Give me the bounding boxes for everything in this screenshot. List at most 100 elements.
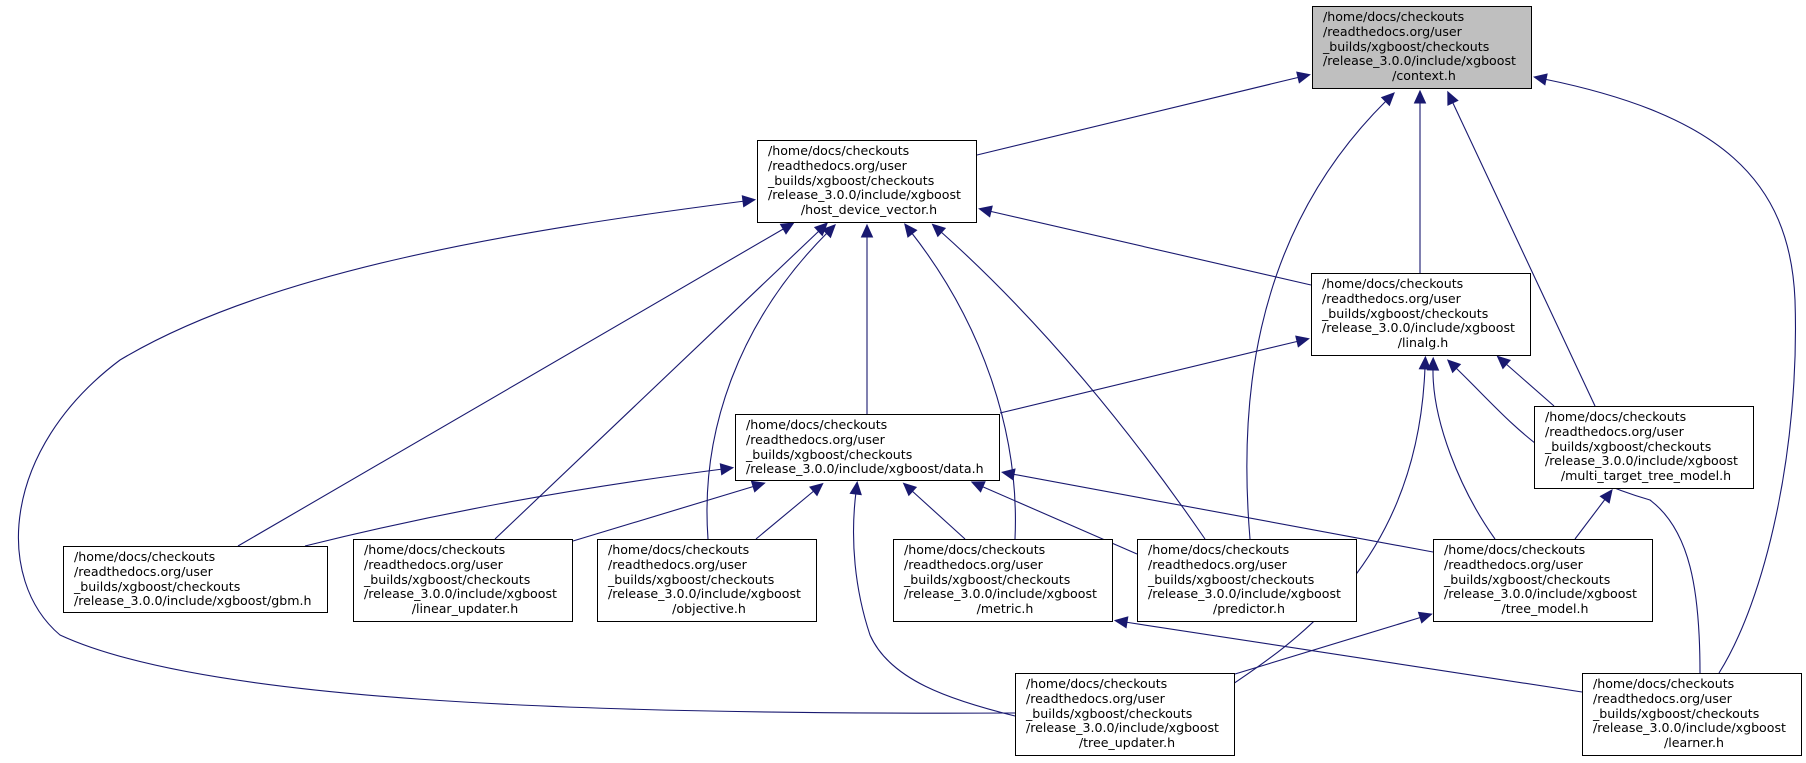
node-host-device-vector-h[interactable]: /home/docs/checkouts /readthedocs.org/us… — [757, 140, 977, 223]
node-line: /home/docs/checkouts — [1323, 9, 1465, 24]
arrowhead — [931, 223, 947, 238]
node-line: _builds/xgboost/checkouts — [1148, 571, 1315, 587]
node-line: /release_3.0.0/include/xgboost — [1148, 586, 1341, 602]
edge-line — [494, 229, 821, 540]
node-line: /home/docs/checkouts — [1322, 276, 1464, 291]
edge-updater-to-treemodel — [1234, 611, 1433, 675]
node-line: /release_3.0.0/include/xgboost — [1593, 720, 1786, 736]
edge-updater-to-hdv — [17, 195, 1016, 714]
arrowhead — [821, 224, 836, 239]
node-line: /readthedocs.org/user — [746, 431, 885, 447]
node-metric-h[interactable]: /home/docs/checkouts /readthedocs.org/us… — [893, 539, 1113, 622]
node-linalg-h[interactable]: /home/docs/checkouts /readthedocs.org/us… — [1311, 273, 1531, 356]
edge-data-to-hdv — [860, 223, 874, 414]
edge-objective-to-data — [755, 482, 824, 540]
edge-line — [1504, 362, 1555, 407]
node-line: /home/docs/checkouts — [1444, 542, 1586, 557]
node-predictor-h[interactable]: /home/docs/checkouts /readthedocs.org/us… — [1137, 539, 1357, 622]
edge-gbm-to-hdv — [237, 222, 795, 547]
arrowhead — [860, 223, 874, 238]
edge-mttm-to-linalg — [1496, 355, 1555, 407]
node-multi-target-tree-model-h[interactable]: /home/docs/checkouts /readthedocs.org/us… — [1534, 406, 1754, 489]
node-line: /readthedocs.org/user — [904, 556, 1043, 572]
node-learner-h[interactable]: /home/docs/checkouts /readthedocs.org/us… — [1582, 673, 1802, 756]
edge-treemodel-to-data — [1001, 468, 1434, 553]
node-line: /release_3.0.0/include/xgboost/gbm.h — [74, 593, 312, 609]
arrowhead — [1533, 73, 1548, 86]
node-line: /release_3.0.0/include/xgboost — [1026, 720, 1219, 736]
edge-metric-to-data — [902, 482, 966, 540]
node-line: /readthedocs.org/user — [1322, 290, 1461, 306]
arrowhead — [1417, 611, 1433, 624]
edge-predictor-to-hdv — [931, 223, 1206, 540]
edge-mttm-to-context — [1447, 90, 1596, 407]
node-line: /home/docs/checkouts — [1148, 542, 1290, 557]
edge-line — [976, 76, 1301, 156]
arrowhead — [1496, 355, 1511, 370]
node-gbm-h[interactable]: /home/docs/checkouts /readthedocs.org/us… — [63, 546, 328, 613]
arrowhead — [902, 482, 918, 497]
node-line: _builds/xgboost/checkouts — [768, 172, 935, 188]
edge-line — [1234, 616, 1423, 675]
edge-gbm-to-data — [304, 463, 735, 547]
node-line: /home/docs/checkouts — [746, 417, 888, 432]
node-context-h: /home/docs/checkouts /readthedocs.org/us… — [1312, 6, 1532, 89]
arrowhead — [1413, 89, 1427, 104]
edge-line — [853, 491, 1016, 717]
edge-line — [1011, 473, 1434, 553]
edge-line — [1543, 78, 1797, 674]
node-line: /tree_model.h — [1501, 601, 1589, 617]
node-objective-h[interactable]: /home/docs/checkouts /readthedocs.org/us… — [597, 539, 817, 622]
arrowhead — [978, 205, 993, 218]
edge-treemodel-to-mttm — [1574, 489, 1613, 540]
edge-hdv-to-context — [976, 71, 1311, 156]
node-line: /metric.h — [976, 601, 1034, 617]
node-line: /release_3.0.0/include/xgboost — [1545, 453, 1738, 469]
edge-line — [1454, 366, 1701, 674]
node-line: /context.h — [1392, 68, 1456, 84]
node-line: /readthedocs.org/user — [1323, 23, 1462, 39]
arrowhead — [1001, 468, 1016, 481]
node-linear-updater-h[interactable]: /home/docs/checkouts /readthedocs.org/us… — [353, 539, 573, 622]
node-line: /learner.h — [1664, 735, 1724, 751]
node-line: _builds/xgboost/checkouts — [1593, 705, 1760, 721]
arrowhead — [809, 482, 824, 497]
arrowhead — [1426, 356, 1440, 371]
node-line: _builds/xgboost/checkouts — [1322, 305, 1489, 321]
node-line: /readthedocs.org/user — [1593, 690, 1732, 706]
arrowhead — [1446, 359, 1462, 374]
node-line: /home/docs/checkouts — [904, 542, 1046, 557]
edge-line — [706, 231, 829, 540]
edge-updater-to-data — [849, 480, 1016, 717]
edge-objective-to-hdv — [706, 224, 836, 540]
edge-learner-to-context — [1533, 73, 1797, 674]
node-data-h[interactable]: /home/docs/checkouts /readthedocs.org/us… — [735, 414, 1000, 481]
arrowhead — [904, 223, 918, 238]
node-line: /readthedocs.org/user — [1545, 423, 1684, 439]
node-line: /linear_updater.h — [411, 601, 519, 617]
node-line: /release_3.0.0/include/xgboost — [904, 586, 1097, 602]
node-line: /release_3.0.0/include/xgboost — [768, 187, 961, 203]
arrowhead — [750, 480, 766, 493]
node-tree-updater-h[interactable]: /home/docs/checkouts /readthedocs.org/us… — [1015, 673, 1235, 756]
node-line: /tree_updater.h — [1078, 735, 1176, 751]
edge-linear-to-hdv — [494, 222, 829, 540]
edge-learner-to-linalg — [1446, 359, 1701, 674]
edge-line — [910, 489, 966, 540]
arrowhead — [1113, 616, 1129, 629]
node-line: _builds/xgboost/checkouts — [1323, 38, 1490, 54]
node-line: /readthedocs.org/user — [74, 563, 213, 579]
node-tree-model-h[interactable]: /home/docs/checkouts /readthedocs.org/us… — [1433, 539, 1653, 622]
edge-line — [1451, 100, 1596, 407]
edge-linear-to-data — [572, 480, 766, 542]
edge-line — [572, 485, 756, 542]
node-line: /objective.h — [672, 601, 746, 617]
arrowhead — [1296, 71, 1311, 84]
edge-treemodel-to-linalg — [1426, 356, 1496, 540]
edge-line — [1574, 497, 1607, 540]
node-line: /release_3.0.0/include/xgboost — [1444, 586, 1637, 602]
edge-line — [1246, 99, 1388, 540]
arrowhead — [719, 463, 735, 476]
